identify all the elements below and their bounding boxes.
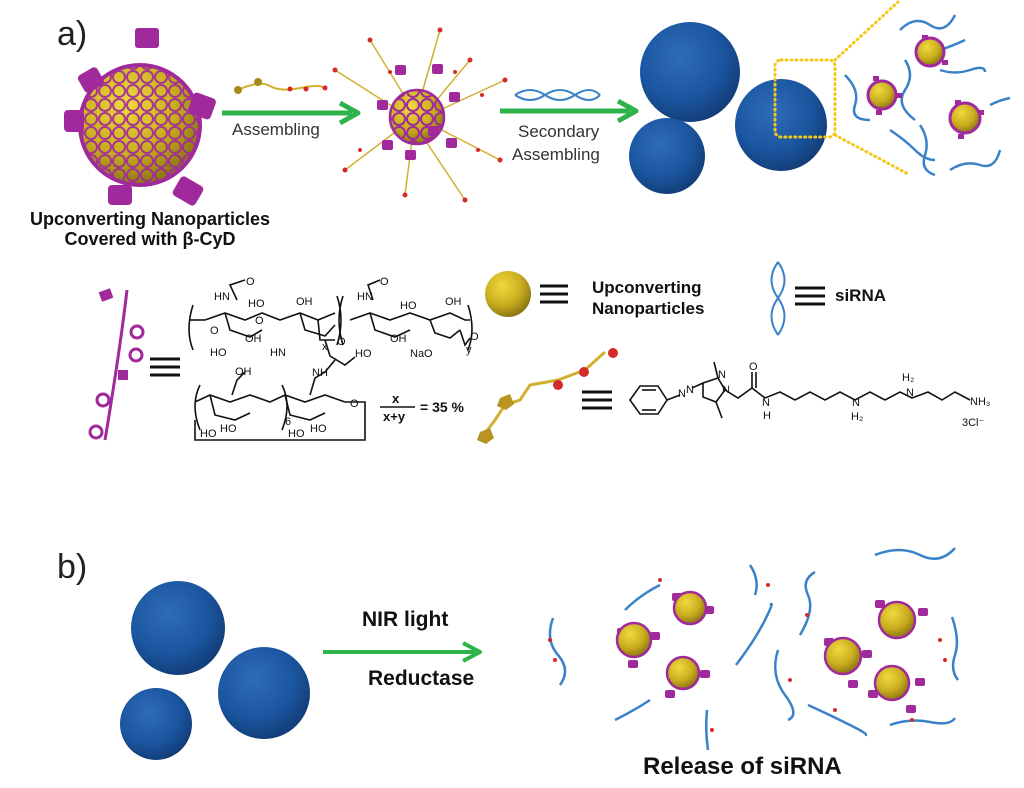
ucnp-legend-line1: Upconverting bbox=[592, 278, 702, 297]
equiv-symbol-ucnp bbox=[540, 284, 568, 304]
svg-text:N: N bbox=[852, 397, 860, 409]
svg-text:OH: OH bbox=[390, 333, 407, 345]
release-caption: Release of siRNA bbox=[643, 753, 842, 780]
azo-linker-legend-icon bbox=[477, 348, 618, 444]
polymer-strand-icon bbox=[88, 288, 145, 441]
svg-text:NH₃: NH₃ bbox=[970, 396, 990, 408]
ucnp-caption: Upconverting Nanoparticles Covered with … bbox=[0, 209, 300, 249]
svg-text:HO: HO bbox=[310, 423, 327, 435]
ucnp-legend-line2: Nanoparticles bbox=[592, 299, 705, 318]
released-nanoparticles bbox=[615, 590, 928, 713]
svg-text:H: H bbox=[763, 410, 771, 422]
assembling-label: Assembling bbox=[232, 120, 320, 139]
svg-text:N: N bbox=[686, 384, 694, 396]
released-sirna bbox=[548, 547, 960, 751]
svg-text:HO: HO bbox=[200, 428, 217, 440]
svg-text:OH: OH bbox=[245, 333, 262, 345]
svg-text:3Cl⁻: 3Cl⁻ bbox=[962, 417, 985, 429]
nanoassembly-spheres-b bbox=[120, 581, 310, 760]
svg-text:x: x bbox=[322, 341, 328, 353]
svg-text:NaO: NaO bbox=[410, 348, 433, 360]
nanoassembly-spheres bbox=[629, 22, 827, 194]
svg-text:HO: HO bbox=[400, 300, 417, 312]
polymer-atom-labels: HN O O O HO OH OH HO O HN NH x HN O HO O… bbox=[200, 276, 479, 440]
svg-text:N: N bbox=[762, 397, 770, 409]
ucnp-caption-line2: Covered with β-CyD bbox=[64, 229, 236, 249]
svg-text:HO: HO bbox=[355, 348, 372, 360]
zoom-indicator bbox=[773, 0, 912, 177]
ratio-formula: x x+y = 35 % bbox=[383, 391, 465, 424]
svg-text:HO: HO bbox=[210, 347, 227, 359]
ucnp-cyd-particle bbox=[64, 28, 216, 206]
svg-text:O: O bbox=[380, 276, 389, 288]
sirna-helix-icon bbox=[514, 89, 601, 101]
nir-light-label: NIR light bbox=[362, 608, 449, 631]
svg-text:NH: NH bbox=[312, 367, 328, 379]
svg-text:O: O bbox=[246, 276, 255, 288]
cyclodextrin-cups bbox=[64, 28, 216, 206]
svg-text:6: 6 bbox=[285, 416, 291, 428]
linker-chemical-structure bbox=[629, 361, 971, 419]
ucnp-legend-label: Upconverting Nanoparticles bbox=[592, 277, 704, 319]
svg-text:H₂: H₂ bbox=[851, 411, 863, 423]
svg-text:H₂: H₂ bbox=[902, 372, 914, 384]
polymer-chemical-structure bbox=[188, 279, 473, 441]
release-arrow bbox=[323, 641, 482, 663]
released-linkers bbox=[548, 578, 947, 732]
svg-text:HO: HO bbox=[248, 298, 265, 310]
azo-linker-icon bbox=[234, 78, 328, 94]
equiv-symbol-linker bbox=[582, 390, 612, 410]
svg-text:OH: OH bbox=[235, 366, 252, 378]
svg-text:OH: OH bbox=[296, 296, 313, 308]
svg-text:y: y bbox=[466, 344, 472, 356]
svg-text:O: O bbox=[749, 361, 758, 373]
svg-text:N: N bbox=[906, 387, 914, 399]
equiv-symbol-sirna bbox=[795, 286, 825, 306]
svg-text:N: N bbox=[722, 384, 730, 396]
panel-b-label: b) bbox=[57, 548, 88, 586]
svg-text:HN: HN bbox=[357, 291, 373, 303]
svg-text:OH: OH bbox=[445, 296, 462, 308]
svg-text:O: O bbox=[337, 336, 346, 348]
ucnp-legend-icon bbox=[485, 271, 531, 317]
sirna-legend-label: siRNA bbox=[835, 286, 887, 305]
sirna-legend-icon bbox=[770, 261, 786, 336]
equiv-symbol-polymer bbox=[150, 357, 180, 377]
svg-text:O: O bbox=[470, 331, 479, 343]
secondary-label-line2: Assembling bbox=[512, 145, 600, 164]
svg-text:x: x bbox=[392, 391, 400, 406]
svg-text:N: N bbox=[718, 369, 726, 381]
svg-text:O: O bbox=[350, 398, 359, 410]
zoomed-complex-detail bbox=[844, 14, 1011, 177]
secondary-assembling-arrow bbox=[500, 98, 639, 124]
svg-text:HO: HO bbox=[288, 428, 305, 440]
svg-text:HN: HN bbox=[214, 291, 230, 303]
panel-a-label: a) bbox=[57, 15, 88, 53]
linker-atom-labels: N N N N O N H N H₂ N H₂ NH₃ 3Cl⁻ bbox=[678, 361, 990, 429]
secondary-label-line1: Secondary bbox=[518, 122, 600, 141]
svg-text:= 35 %: = 35 % bbox=[420, 399, 465, 415]
ucnp-with-linkers bbox=[332, 27, 508, 203]
svg-text:HO: HO bbox=[220, 423, 237, 435]
svg-text:HN: HN bbox=[270, 347, 286, 359]
ucnp-caption-line1: Upconverting Nanoparticles bbox=[29, 209, 271, 229]
svg-text:O: O bbox=[255, 315, 264, 327]
reductase-label: Reductase bbox=[368, 667, 475, 690]
svg-text:N: N bbox=[678, 388, 686, 400]
svg-text:x+y: x+y bbox=[383, 409, 406, 424]
svg-text:O: O bbox=[210, 325, 219, 337]
